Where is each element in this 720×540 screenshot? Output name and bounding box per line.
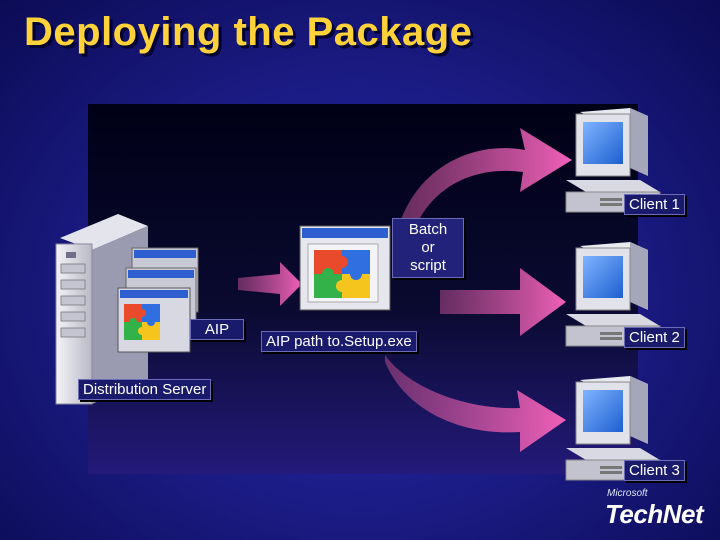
technet-wordmark: TechNet [605, 499, 704, 529]
arrow-to-client1 [395, 128, 572, 242]
batch-label-line2: or [421, 239, 435, 256]
arrow-to-client2 [440, 268, 566, 336]
client1-label: Client 1 [624, 194, 685, 215]
batch-script-icon [299, 225, 391, 311]
arrow-to-client3 [385, 355, 566, 452]
batch-label-line3: script [410, 257, 446, 274]
batch-label-line1: Batch [408, 221, 448, 238]
server-tower-icon [55, 214, 148, 405]
aip-package-icon [117, 247, 199, 353]
technet-logo: Microsoft TechNet [605, 488, 704, 530]
distribution-server-label: Distribution Server [78, 379, 212, 400]
aip-path-label: AIP path to.Setup.exe [261, 331, 417, 352]
aip-label: AIP [190, 319, 244, 340]
arrow-to-batch [238, 262, 302, 306]
batch-script-label: Batch or script [392, 218, 464, 278]
client3-label: Client 3 [624, 460, 685, 481]
slide-title: Deploying the Package [24, 10, 473, 54]
client2-label: Client 2 [624, 327, 685, 348]
microsoft-wordmark: Microsoft [607, 488, 648, 499]
